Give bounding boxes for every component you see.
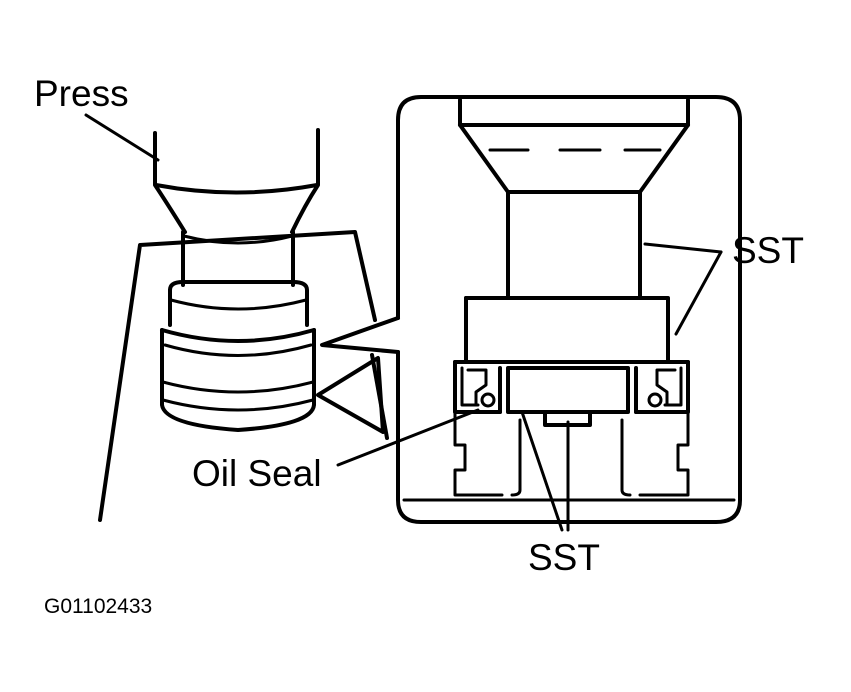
sst-press-tool: [458, 98, 690, 364]
figure-code: G01102433: [44, 595, 152, 618]
label-oil-seal: Oil Seal: [192, 453, 322, 494]
label-sst-upper: SST: [732, 230, 804, 271]
seal-ring-detail: [453, 360, 690, 427]
press-ram: [153, 128, 320, 327]
leader-lines: [84, 113, 723, 532]
detail-callout: [320, 95, 742, 524]
bench-triangle: [316, 356, 385, 434]
seal-housing-left: [160, 328, 316, 432]
label-press: Press: [34, 73, 129, 114]
label-sst-lower: SST: [528, 537, 600, 578]
